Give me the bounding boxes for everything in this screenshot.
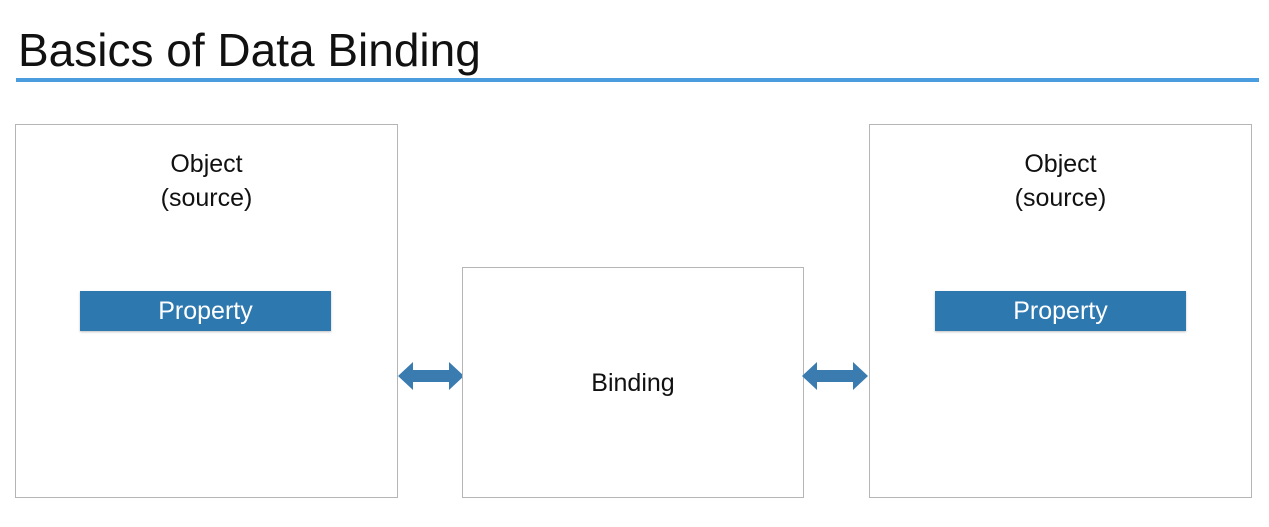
source-object-box-left: Object (source) Property [15, 124, 398, 498]
title-underline [16, 78, 1259, 82]
object-heading: Object [170, 150, 243, 178]
double-headed-arrow-icon [802, 362, 868, 390]
property-block-right: Property [935, 291, 1186, 331]
arrow-shape-left [398, 362, 464, 390]
double-headed-arrow-icon [398, 362, 464, 390]
arrow-shape-right [802, 362, 868, 390]
object-heading: Object [1024, 150, 1097, 178]
binding-box: Binding [462, 267, 804, 498]
binding-label: Binding [591, 369, 675, 397]
source-object-box-right: Object (source) Property [869, 124, 1252, 498]
object-subheading: (source) [1014, 184, 1107, 212]
property-block-left: Property [80, 291, 331, 331]
title-underline-bar [16, 78, 1259, 82]
object-subheading: (source) [160, 184, 253, 212]
page-title: Basics of Data Binding [18, 24, 481, 76]
